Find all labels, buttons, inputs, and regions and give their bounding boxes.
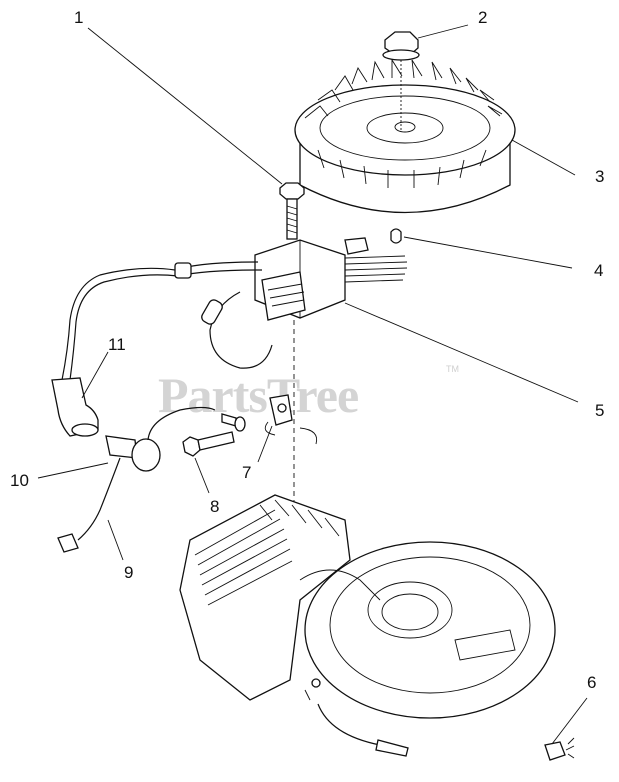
leader-lines — [37, 24, 588, 745]
module-screw — [182, 431, 235, 457]
leader-9 — [107, 519, 124, 561]
ground-lead — [201, 291, 273, 369]
leader-1 — [87, 27, 283, 185]
callout-labels: 1 2 3 4 5 6 7 8 9 10 11 — [10, 8, 604, 692]
flywheel — [294, 58, 516, 214]
callout-4: 4 — [594, 261, 603, 280]
leader-8 — [194, 457, 210, 494]
callout-6: 6 — [587, 673, 596, 692]
engine-block — [179, 494, 556, 719]
callout-5: 5 — [595, 401, 604, 420]
watermark-text: PartsTree — [158, 367, 358, 423]
watermark-trademark: TM — [446, 364, 459, 374]
callout-7: 7 — [242, 463, 251, 482]
bracket-screw — [221, 413, 246, 432]
shroud-screw — [544, 737, 575, 761]
leader-5 — [344, 302, 579, 403]
leader-7 — [257, 425, 273, 463]
partstree-watermark: PartsTree TM — [158, 364, 459, 423]
ignition-bolt — [279, 182, 305, 240]
callout-9: 9 — [124, 563, 133, 582]
leader-6 — [551, 697, 588, 745]
lower-lead — [317, 703, 409, 757]
leader-3 — [511, 139, 576, 176]
ground-bracket — [264, 394, 318, 445]
leader-4 — [403, 236, 573, 269]
flywheel-key — [390, 228, 402, 244]
stop-switch-terminal — [105, 435, 161, 472]
callout-2: 2 — [478, 8, 487, 27]
spark-plug-lead — [61, 261, 263, 381]
leader-11 — [81, 351, 109, 399]
callout-11: 11 — [108, 335, 126, 354]
stop-wire — [57, 406, 216, 553]
leader-2 — [417, 24, 469, 39]
callout-10: 10 — [10, 471, 29, 490]
flywheel-nut — [382, 31, 420, 130]
spark-plug-boot — [51, 377, 99, 437]
ignition-module — [254, 237, 408, 321]
callout-1: 1 — [74, 8, 83, 27]
leader-10 — [37, 462, 109, 479]
callout-3: 3 — [595, 167, 604, 186]
callout-8: 8 — [210, 497, 219, 516]
